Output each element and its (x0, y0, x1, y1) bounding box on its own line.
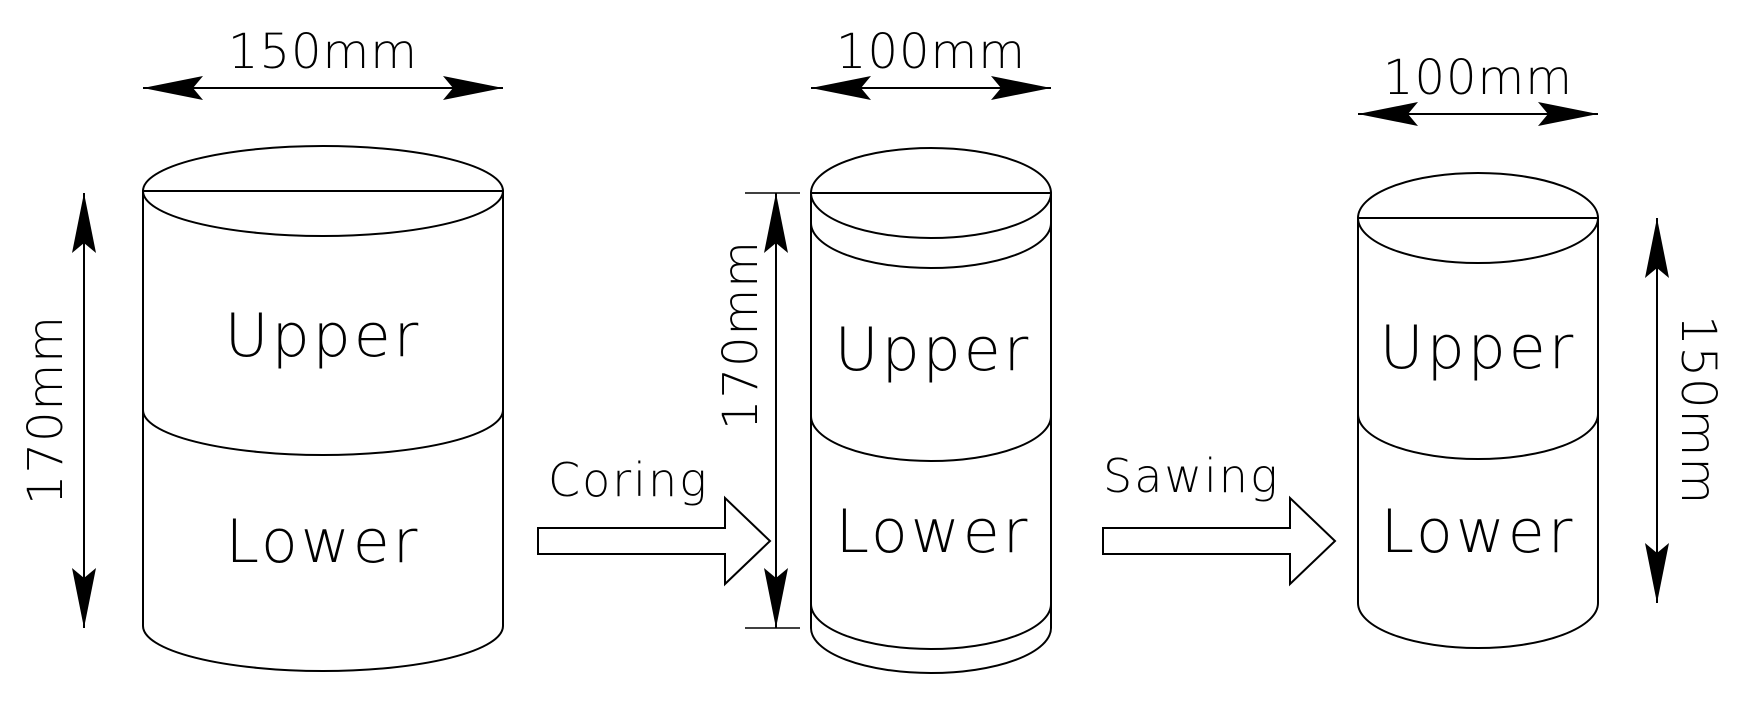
height-dimension-label: 150mm (1670, 315, 1726, 505)
cylinder-top (810, 147, 1052, 239)
step-coring: Coring (537, 453, 772, 587)
cylinder-top (142, 145, 504, 237)
cylinder-top (1357, 172, 1599, 264)
lower-label: Lower (226, 507, 421, 577)
coring-arrow (537, 495, 772, 587)
lower-label: Lower (836, 497, 1031, 567)
upper-label: Upper (835, 315, 1032, 385)
upper-label: Upper (1380, 313, 1577, 383)
upper-lower-divider (1357, 413, 1599, 460)
specimen-cored: Upper Lower 100mm 170mm (713, 24, 1052, 674)
specimen-original: Upper Lower 150mm 170mm (18, 24, 504, 672)
upper-lower-divider (142, 409, 504, 456)
trim-line-bottom (810, 603, 1052, 650)
trim-line-top (810, 222, 1052, 269)
cylinder-body (142, 190, 504, 672)
sawing-arrow (1102, 495, 1337, 587)
width-dimension-label: 100mm (836, 24, 1026, 80)
step-sawing: Sawing (1102, 449, 1337, 587)
cylinder-body (810, 192, 1052, 674)
specimen-sawn: Upper Lower 100mm 150mm (1357, 50, 1726, 649)
width-dimension-label: 150mm (228, 24, 418, 80)
sawing-label: Sawing (1103, 449, 1280, 503)
upper-label: Upper (225, 301, 422, 371)
lower-label: Lower (1381, 497, 1576, 567)
height-dimension-label: 170mm (18, 315, 74, 505)
height-dimension-label: 170mm (713, 240, 769, 430)
coring-label: Coring (548, 453, 709, 507)
width-dimension-label: 100mm (1383, 50, 1573, 106)
upper-lower-divider (810, 415, 1052, 462)
cylinder-body (1357, 217, 1599, 649)
